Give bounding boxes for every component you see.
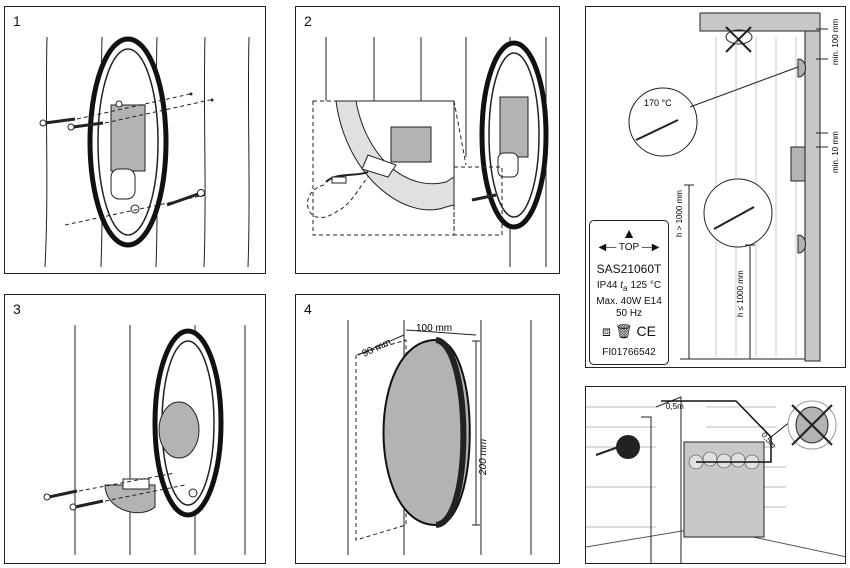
ta-symbol: t <box>620 280 624 291</box>
left-arrow-icon: ◀— <box>598 242 617 253</box>
distance-top-label: 0,5m <box>666 402 684 411</box>
panel-step-4: 4 100 mm 90 mm 200 mm <box>295 294 560 564</box>
temp-label: 170 °C <box>644 98 672 108</box>
weee-bin-icon: 🗑 <box>614 323 633 339</box>
zoom-detail <box>307 100 503 236</box>
ce-mark: CE <box>636 323 656 339</box>
panel-step-1: 1 <box>4 6 266 274</box>
installation-illustration: 170 °C h > 1000 mm h ≤ 1000 mm min. 100 … <box>628 12 840 362</box>
step-3-illustration <box>43 325 246 555</box>
frequency: 50 Hz <box>615 308 643 319</box>
height-lower-label: h ≤ 1000 mm <box>736 270 745 317</box>
min-mid-label: min. 10 mm <box>831 131 840 173</box>
ip-rating: IP44 <box>596 280 618 291</box>
product-label: ▲ ◀— TOP —▶ SAS21060T IP44 ta 125 °C Max… <box>589 220 669 365</box>
dim-depth-label: 90 mm <box>361 337 393 360</box>
right-arrow-icon: —▶ <box>641 242 660 253</box>
cover-clip <box>104 478 156 514</box>
step-number: 1 <box>13 13 21 29</box>
step-4-illustration: 100 mm 90 mm 200 mm <box>347 320 532 555</box>
top-label: TOP <box>618 242 640 253</box>
lamp-cover <box>382 337 471 528</box>
panel-step-3: 3 <box>4 294 266 564</box>
min-top-label: min. 100 mm <box>831 18 840 65</box>
dim-width-label: 100 mm <box>416 323 452 334</box>
class-ii-icon: ⧈ <box>602 323 611 339</box>
model-label: SAS21060T <box>596 262 662 276</box>
ta-value: 125 °C <box>630 280 662 291</box>
panel-sauna-clearance: 0,5m 0,5m <box>585 386 846 564</box>
ta-subscript: a <box>623 283 628 293</box>
step-number: 2 <box>304 13 312 29</box>
panel-installation: 170 °C h > 1000 mm h ≤ 1000 mm min. 100 … <box>585 6 846 368</box>
height-upper-label: h > 1000 mm <box>675 190 684 237</box>
screws <box>39 117 205 207</box>
panel-step-2: 2 <box>295 6 560 274</box>
product-code: FI01766542 <box>602 347 656 358</box>
step-2-illustration <box>307 37 549 267</box>
lamp-base-with-bulb <box>152 328 224 518</box>
step-number: 3 <box>13 301 21 317</box>
max-power: Max. 40W E14 <box>596 296 662 307</box>
lamp-base-wired <box>471 40 549 230</box>
step-1-illustration <box>39 36 250 268</box>
lamp-base <box>87 36 169 248</box>
sauna-illustration: 0,5m 0,5m <box>586 387 845 563</box>
dim-height-label: 200 mm <box>478 439 489 476</box>
step-number: 4 <box>304 301 312 317</box>
up-arrow-icon: ▲ <box>622 225 636 241</box>
